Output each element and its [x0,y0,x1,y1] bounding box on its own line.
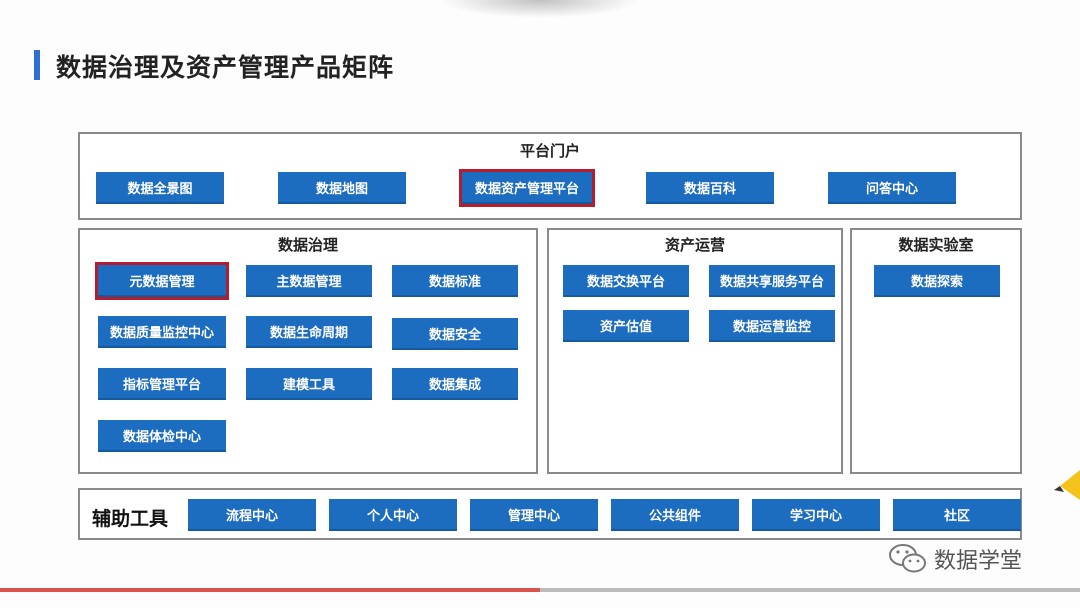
lab-item-explore[interactable]: 数据探索 [874,265,1000,297]
title-accent-bar [34,50,40,80]
watermark: 数据学堂 [888,542,1022,576]
aux-item-components[interactable]: 公共组件 [611,499,739,531]
aux-title: 辅助工具 [92,508,169,530]
op-item-exchange[interactable]: 数据交换平台 [563,265,689,297]
portal-item-encyclopedia[interactable]: 数据百科 [646,172,774,204]
governance-title: 数据治理 [277,236,338,254]
governance-panel: 数据治理 元数据管理 主数据管理 数据标准 数据质量监控中心 数据生命周期 数据… [78,228,538,474]
op-item-valuation[interactable]: 资产估值 [563,310,689,342]
watermark-text: 数据学堂 [934,549,1023,574]
aux-item-personal[interactable]: 个人中心 [329,499,457,531]
op-item-ops-monitor[interactable]: 数据运营监控 [709,310,835,342]
portal-panel: 平台门户 数据全景图 数据地图 数据资产管理平台 数据百科 问答中心 [78,132,1022,220]
portal-item-data-map[interactable]: 数据地图 [278,172,406,204]
aux-item-management[interactable]: 管理中心 [470,499,598,531]
aux-item-community[interactable]: 社区 [893,499,1021,531]
aux-item-learning[interactable]: 学习中心 [752,499,880,531]
aux-item-process[interactable]: 流程中心 [188,499,316,531]
portal-item-asset-platform[interactable]: 数据资产管理平台 [459,169,595,207]
portal-item-qa-center[interactable]: 问答中心 [828,172,956,204]
page-title: 数据治理及资产管理产品矩阵 [56,53,395,82]
gov-item-metrics[interactable]: 指标管理平台 [98,368,226,400]
aux-panel: 辅助工具 流程中心 个人中心 管理中心 公共组件 学习中心 社区 [78,488,1022,540]
gov-item-modeling[interactable]: 建模工具 [246,368,372,400]
gov-item-lifecycle[interactable]: 数据生命周期 [246,316,372,348]
lab-panel: 数据实验室 数据探索 [850,228,1022,474]
gov-item-master-data[interactable]: 主数据管理 [246,265,372,297]
gov-item-metadata[interactable]: 元数据管理 [95,262,229,300]
progress-bar-filled [0,588,540,592]
lab-title: 数据实验室 [898,236,974,254]
gov-item-standards[interactable]: 数据标准 [392,265,518,297]
operation-panel: 资产运营 数据交换平台 数据共享服务平台 资产估值 数据运营监控 [547,228,843,474]
portal-item-panorama[interactable]: 数据全景图 [96,172,224,204]
gov-item-quality-monitor[interactable]: 数据质量监控中心 [98,316,226,348]
gov-item-integration[interactable]: 数据集成 [392,368,518,400]
wechat-icon [889,544,926,573]
progress-bar-track [540,588,1080,592]
gov-item-security[interactable]: 数据安全 [392,318,518,350]
portal-title: 平台门户 [519,142,580,160]
operation-title: 资产运营 [664,236,725,254]
gov-item-health-check[interactable]: 数据体检中心 [98,420,226,452]
pencil-icon [1054,470,1080,500]
op-item-sharing[interactable]: 数据共享服务平台 [709,265,835,297]
top-shadow [440,0,640,18]
